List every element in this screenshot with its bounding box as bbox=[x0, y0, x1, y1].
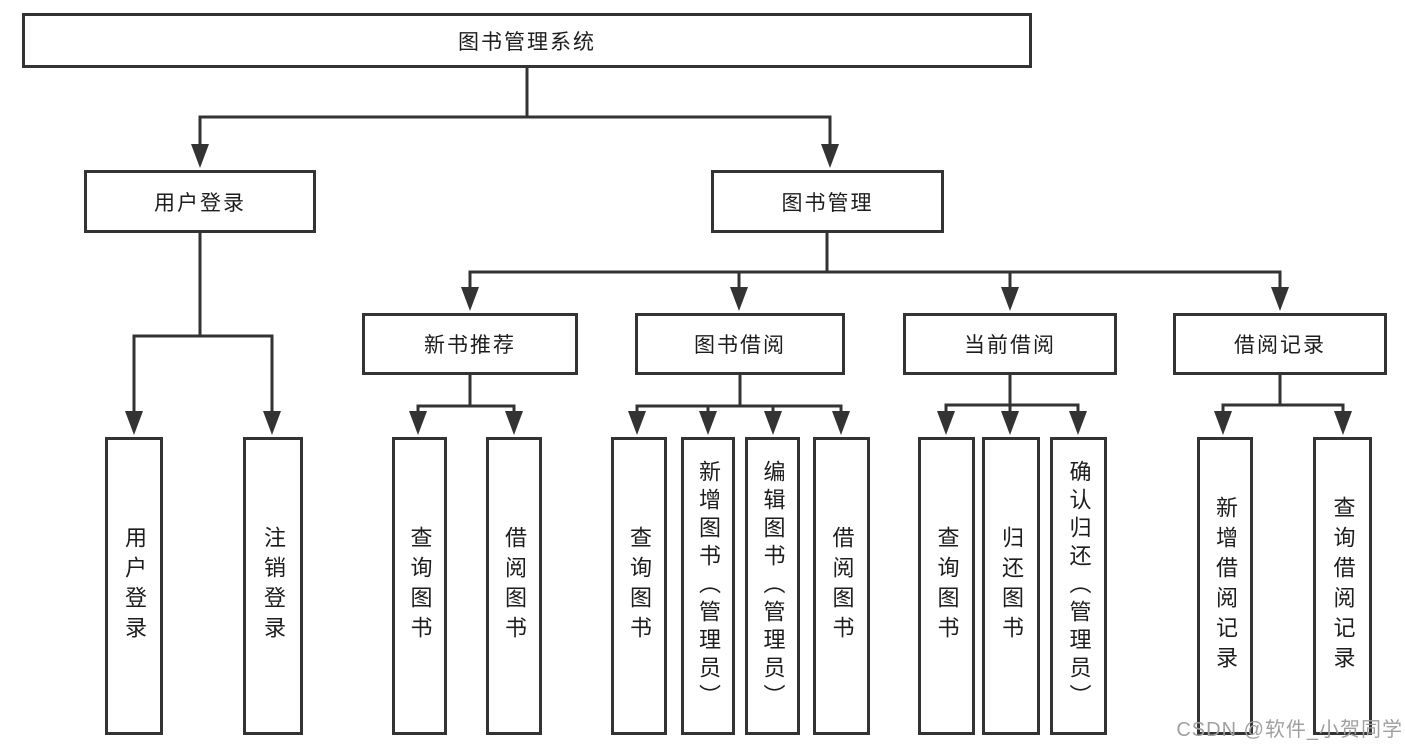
node-leaf-logout: 注销登录 bbox=[243, 437, 303, 735]
node-current-borrow: 当前借阅 bbox=[903, 313, 1117, 375]
node-label: 新增图书（管理员） bbox=[696, 460, 721, 712]
node-leaf-add-borrow-record: 新增借阅记录 bbox=[1197, 437, 1253, 735]
node-label: 借阅记录 bbox=[1234, 334, 1326, 357]
node-leaf-query-book-2: 查询图书 bbox=[611, 437, 667, 735]
node-leaf-add-book-admin: 新增图书（管理员） bbox=[681, 437, 735, 735]
node-leaf-query-borrow-record: 查询借阅记录 bbox=[1313, 437, 1372, 735]
node-label: 当前借阅 bbox=[964, 334, 1056, 357]
node-leaf-borrow-book-1: 借阅图书 bbox=[486, 437, 542, 735]
node-label: 用户登录 bbox=[154, 191, 246, 215]
node-new-book-recommend: 新书推荐 bbox=[362, 313, 578, 375]
node-leaf-user-login: 用户登录 bbox=[105, 437, 163, 735]
node-label: 新增借阅记录 bbox=[1213, 496, 1238, 676]
node-label: 查询图书 bbox=[407, 526, 433, 646]
node-leaf-edit-book-admin: 编辑图书（管理员） bbox=[745, 437, 800, 735]
watermark: CSDN @软件_小贺同学 bbox=[1176, 719, 1403, 741]
node-label: 用户登录 bbox=[122, 526, 147, 646]
node-leaf-confirm-return-admin: 确认归还（管理员） bbox=[1050, 437, 1107, 735]
node-leaf-query-book-3: 查询图书 bbox=[918, 437, 975, 735]
node-root: 图书管理系统 bbox=[22, 13, 1032, 68]
node-label: 查询图书 bbox=[934, 526, 960, 646]
node-label: 编辑图书（管理员） bbox=[760, 460, 786, 712]
node-book-management: 图书管理 bbox=[711, 170, 944, 233]
node-label: 借阅图书 bbox=[829, 526, 855, 646]
node-label: 归还图书 bbox=[999, 526, 1024, 646]
node-label: 图书管理 bbox=[781, 191, 874, 215]
connector-arrowheads bbox=[125, 144, 1352, 435]
node-label: 确认归还（管理员） bbox=[1066, 460, 1092, 712]
node-book-borrow: 图书借阅 bbox=[635, 313, 845, 375]
node-label: 图书管理系统 bbox=[458, 30, 596, 54]
node-leaf-borrow-book-2: 借阅图书 bbox=[813, 437, 870, 735]
node-label: 借阅图书 bbox=[502, 526, 527, 646]
node-label: 图书借阅 bbox=[694, 334, 786, 357]
node-label: 注销登录 bbox=[261, 526, 286, 646]
node-label: 新书推荐 bbox=[424, 334, 516, 357]
node-leaf-query-book-1: 查询图书 bbox=[392, 437, 447, 735]
node-user-login: 用户登录 bbox=[84, 170, 316, 233]
node-leaf-return-book: 归还图书 bbox=[982, 437, 1040, 735]
node-label: 查询借阅记录 bbox=[1330, 496, 1356, 676]
node-label: 查询图书 bbox=[627, 526, 652, 646]
node-borrow-record: 借阅记录 bbox=[1173, 313, 1387, 375]
